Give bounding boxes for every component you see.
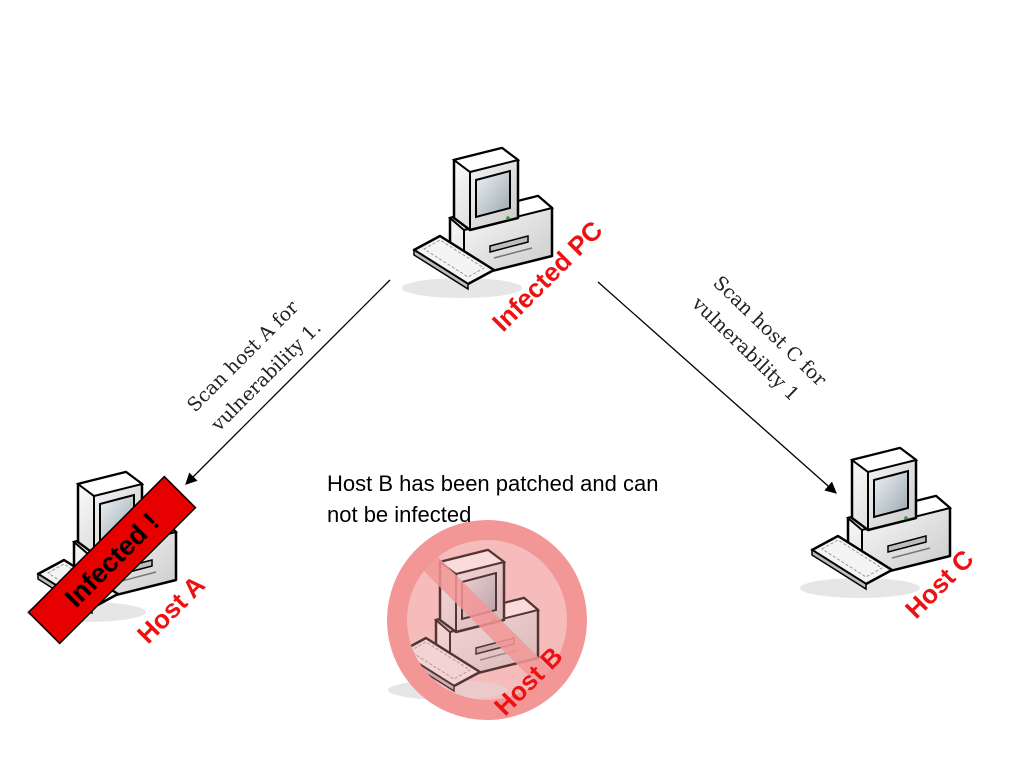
edge-to-host-c <box>597 281 837 494</box>
host-b-note: Host B has been patched and can not be i… <box>327 471 659 527</box>
scan-host-c-text: Scan host C for vulnerability 1 <box>687 272 831 406</box>
prohibition-slash <box>415 548 559 692</box>
host-b-prohibited-group: Host B <box>386 520 587 721</box>
edge-to-host-a <box>185 279 391 485</box>
